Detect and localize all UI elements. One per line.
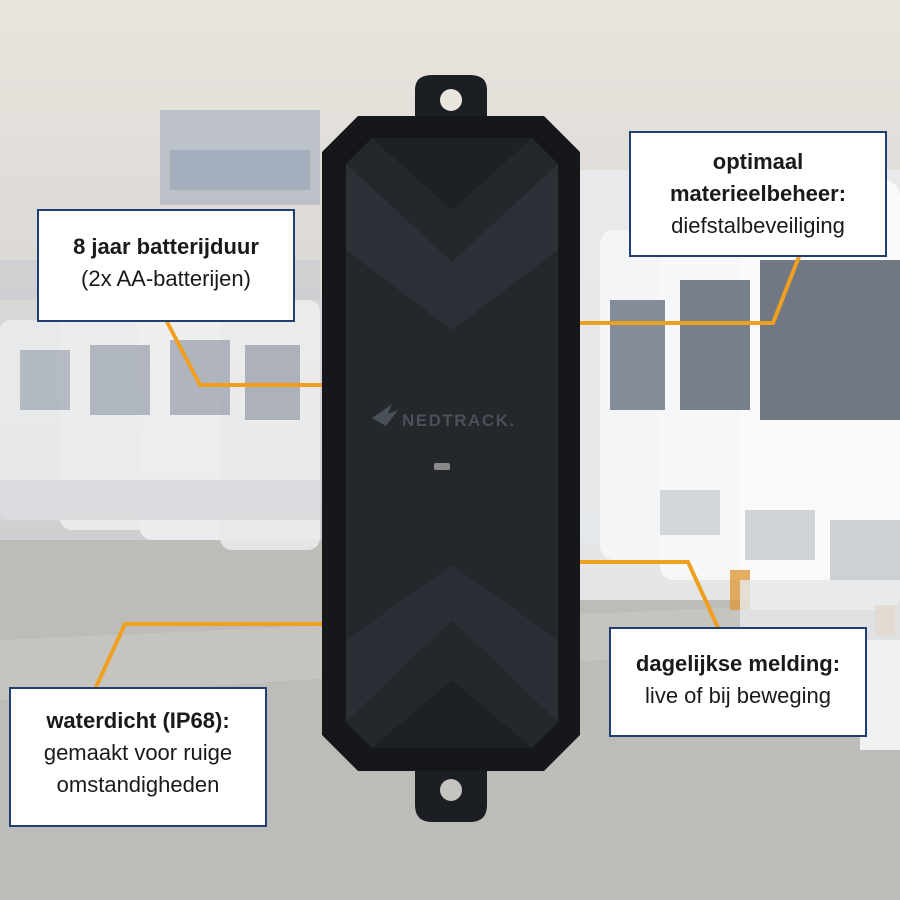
battery-callout-subtitle: (2x AA-batterijen) (81, 266, 251, 291)
brand-logo-text: NEDTRACK. (402, 411, 516, 430)
management-callout-subtitle: diefstalbeveiliging (671, 213, 845, 238)
management-callout-title-line1: optimaal (712, 149, 804, 174)
container-row (170, 150, 310, 190)
left-truck-row (0, 300, 320, 550)
management-callout: optimaal materieelbeheer: diefstalbeveil… (629, 131, 887, 257)
notification-callout-subtitle: live of bij beweging (645, 683, 831, 708)
bottom-mounting-hole (440, 779, 462, 801)
notification-callout-title: dagelijkse melding: (635, 651, 841, 676)
gps-tracker-device (322, 75, 580, 822)
waterproof-callout: waterdicht (IP68): gemaakt voor ruige om… (9, 687, 267, 827)
battery-callout-title: 8 jaar batterijduur (73, 234, 259, 259)
management-connector (547, 253, 802, 325)
device-front-panel (346, 138, 558, 748)
notification-callout: dagelijkse melding: live of bij beweging (609, 627, 867, 737)
waterproof-callout-subtitle-line2: omstandigheden (56, 772, 220, 797)
nedtrack-logo: NEDTRACK. (372, 404, 516, 430)
container-stack (160, 110, 320, 205)
waterproof-connector (89, 622, 348, 699)
battery-callout: 8 jaar batterijduur (2x AA-batterijen) (37, 209, 295, 322)
management-callout-title-line2: materieelbeheer: (669, 181, 847, 206)
top-mounting-hole (440, 89, 462, 111)
status-led (434, 463, 450, 470)
waterproof-callout-subtitle-line1: gemaakt voor ruige (43, 740, 233, 765)
waterproof-callout-title: waterdicht (IP68): (46, 708, 230, 733)
